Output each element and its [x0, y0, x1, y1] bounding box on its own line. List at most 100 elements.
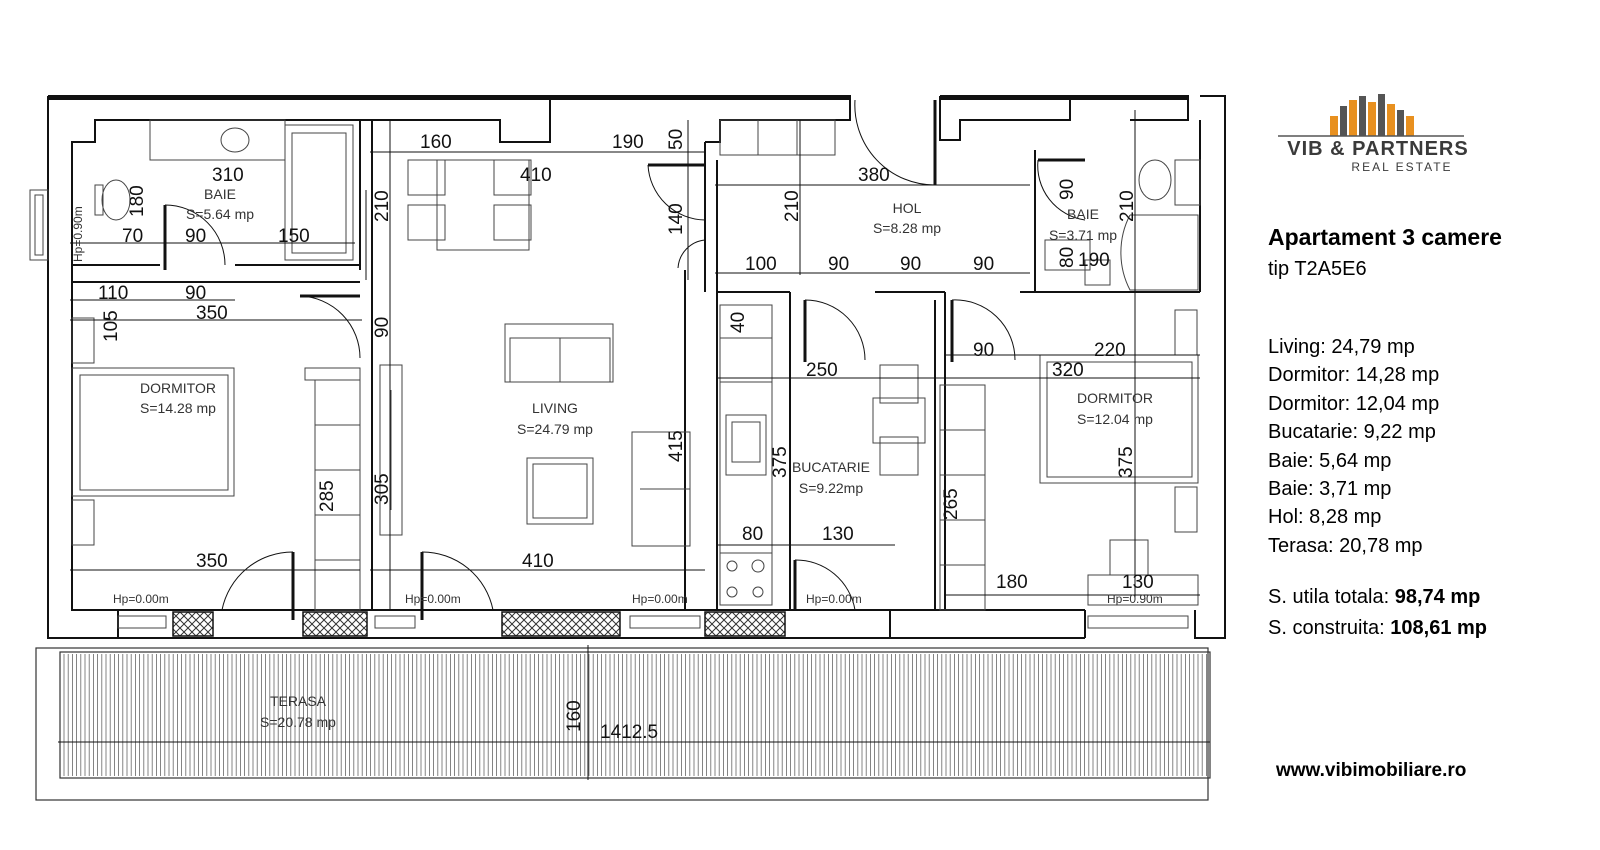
dim-410: 410	[520, 165, 552, 186]
website-link[interactable]: www.vibimobiliare.ro	[1276, 760, 1467, 781]
hp-label: Hp=0.00m	[405, 592, 461, 606]
dim-50: 50	[666, 129, 687, 150]
room-area-bedroom-1: S=14.28 mp	[140, 400, 216, 416]
room-name-hall: HOL	[893, 200, 922, 216]
south-wall-fill	[48, 96, 1188, 100]
terrace	[35, 647, 1211, 801]
sill-height-labels: Hp=0.00m Hp=0.00m Hp=0.00m Hp=0.00m Hp=0…	[71, 206, 1163, 606]
list-item: Bucatarie: 9,22 mp	[1268, 421, 1436, 444]
room-name-terrace: TERASA	[270, 693, 327, 709]
dim-380: 380	[858, 165, 890, 186]
dim-285: 285	[317, 480, 338, 512]
dim-80: 80	[742, 524, 763, 545]
list-item: Terasa: 20,78 mp	[1268, 534, 1423, 557]
listing-type: tip T2A5E6	[1268, 258, 1367, 280]
room-name-bedroom-2: DORMITOR	[1077, 390, 1153, 406]
dim-210: 210	[782, 190, 803, 222]
room-name-bedroom-1: DORMITOR	[140, 380, 216, 396]
dim-210: 210	[1117, 190, 1138, 222]
dim-350: 350	[196, 303, 228, 324]
dim-150: 150	[278, 226, 310, 247]
room-area-bath-1: S=5.64 mp	[186, 206, 254, 222]
dim-90: 90	[900, 254, 921, 275]
room-area-hall: S=8.28 mp	[873, 220, 941, 236]
dim-220: 220	[1094, 340, 1126, 361]
dimension-lines	[58, 110, 1210, 780]
dim-90: 90	[973, 340, 994, 361]
room-area-bath-2: S=3.71 mp	[1049, 227, 1117, 243]
dim-250: 250	[806, 360, 838, 381]
walls	[47, 95, 1226, 639]
dim-110: 110	[98, 283, 128, 304]
room-area-kitchen: S=9.22mp	[799, 480, 863, 496]
skyline-icon	[1278, 94, 1464, 137]
door-leaves	[163, 100, 1085, 620]
dim-90: 90	[828, 254, 849, 275]
list-item: Baie: 3,71 mp	[1268, 477, 1392, 500]
list-item: Dormitor: 12,04 mp	[1268, 392, 1440, 415]
sill-hatching	[172, 611, 786, 637]
room-name-living: LIVING	[532, 400, 578, 416]
room-area-bedroom-2: S=12.04 mp	[1077, 411, 1153, 427]
dim-70: 70	[122, 226, 143, 247]
room-name-kitchen: BUCATARIE	[792, 459, 870, 475]
dim-90: 90	[1057, 179, 1078, 200]
room-name-bath-1: BAIE	[204, 186, 236, 202]
room-area-terrace: S=20.78 mp	[260, 714, 336, 730]
dim-90: 90	[372, 317, 393, 338]
built-area-label: S. construita:	[1268, 617, 1385, 639]
built-area-total: S. construita: 108,61 mp	[1268, 617, 1487, 640]
hp-label: Hp=0.90m	[1107, 592, 1163, 606]
room-name-bath-2: BAIE	[1067, 206, 1099, 222]
brand-name: VIB & PARTNERS	[1287, 138, 1469, 160]
list-item: Living: 24,79 mp	[1268, 336, 1415, 358]
room-labels: BAIE S=5.64 mp DORMITOR S=14.28 mp LIVIN…	[140, 186, 1153, 730]
list-item: Hol: 8,28 mp	[1268, 506, 1382, 529]
dim-90: 90	[185, 283, 206, 304]
dim-80: 80	[1057, 247, 1078, 268]
room-area-living: S=24.79 mp	[517, 421, 593, 437]
dim-265: 265	[941, 488, 962, 520]
dim-180: 180	[996, 572, 1028, 593]
brand-logo: VIB & PARTNERS REAL ESTATE	[1278, 92, 1478, 182]
dim-410: 410	[522, 551, 554, 572]
dim-90: 90	[973, 254, 994, 275]
dim-415: 415	[666, 430, 687, 462]
listing-title: Apartament 3 camere	[1268, 224, 1502, 250]
dim-40: 40	[728, 312, 749, 333]
hp-label: Hp=0.00m	[113, 592, 169, 606]
list-item: Dormitor: 14,28 mp	[1268, 364, 1440, 387]
dim-375: 375	[770, 446, 791, 478]
hp-label: Hp=0.00m	[632, 592, 688, 606]
dim-310: 310	[212, 165, 244, 186]
dim-180: 180	[127, 185, 148, 217]
useful-area-value: 98,74 mp	[1394, 586, 1481, 608]
dimension-labels: 160 190 50 310 410 380 180 210 210 140 9…	[98, 129, 1154, 743]
door-swings	[164, 99, 1086, 611]
useful-area-total: S. utila totala: 98,74 mp	[1268, 586, 1480, 609]
dim-100: 100	[745, 254, 777, 275]
dim-130: 130	[822, 524, 854, 545]
built-area-value: 108,61 mp	[1390, 617, 1488, 639]
floor-plan: 160 190 50 310 410 380 180 210 210 140 9…	[29, 95, 1226, 801]
terrace-decking	[63, 654, 1207, 776]
dim-1412-5: 1412.5	[600, 722, 658, 743]
dim-130: 130	[1122, 572, 1154, 593]
list-item: Baie: 5,64 mp	[1268, 449, 1392, 472]
useful-area-label: S. utila totala:	[1268, 586, 1390, 608]
dim-160: 160	[420, 132, 452, 153]
hp-label: Hp=0.90m	[71, 206, 85, 262]
dim-210: 210	[372, 190, 393, 222]
dim-90: 90	[185, 226, 206, 247]
brand-tagline: REAL ESTATE	[1351, 160, 1453, 174]
dim-190: 190	[612, 132, 644, 153]
dim-350: 350	[196, 551, 228, 572]
dim-140: 140	[666, 203, 687, 235]
dim-160: 160	[564, 700, 585, 732]
dim-320: 320	[1052, 360, 1084, 381]
dim-305: 305	[372, 473, 393, 505]
dim-105: 105	[101, 310, 122, 342]
dim-375: 375	[1116, 446, 1137, 478]
area-list: Living: 24,79 mp Dormitor: 14,28 mp Dorm…	[1268, 333, 1439, 560]
dim-190: 190	[1078, 250, 1110, 271]
